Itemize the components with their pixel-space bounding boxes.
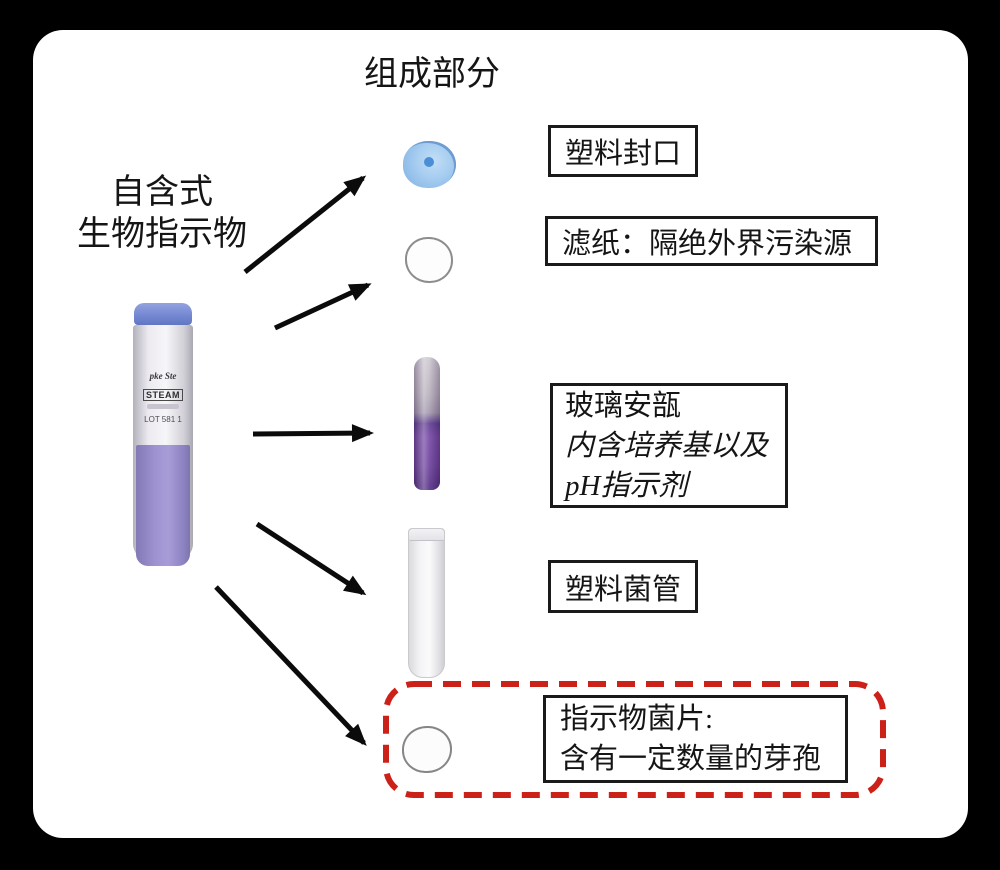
label-box-filter-paper: 滤纸：隔绝外界污染源 xyxy=(545,216,878,266)
label-box-plastic-cap: 塑料封口 xyxy=(548,125,698,177)
page-title: 组成部分 xyxy=(364,56,500,93)
label-text: 塑料封口 xyxy=(564,138,681,170)
label-box-spore-disc: 指示物菌片: 含有一定数量的芽孢 xyxy=(543,695,848,783)
label-text: 指示物菌片: xyxy=(560,703,714,735)
filter-paper-image xyxy=(405,237,453,283)
glass-ampoule-image xyxy=(414,357,440,490)
vial-body: pke Ste STEAM LOT 581 1 xyxy=(133,325,193,566)
plastic-tube-rim xyxy=(409,529,444,541)
spore-disc-image xyxy=(402,726,452,773)
plastic-cap-hole xyxy=(424,157,434,167)
source-label: 自含式 生物指示物 xyxy=(62,172,262,256)
label-text: 内含培养基以及 xyxy=(565,429,769,462)
plastic-tube-image xyxy=(408,528,445,678)
biological-indicator-vial-photo: pke Ste STEAM LOT 581 1 xyxy=(133,303,193,566)
label-text: 含有一定数量的芽孢 xyxy=(560,743,822,775)
label-box-glass-ampoule: 玻璃安瓿 内含培养基以及 pH指示剂 xyxy=(550,383,788,508)
vial-brand-text: pke Ste xyxy=(149,371,177,381)
label-text: pH指示剂 xyxy=(565,469,688,502)
vial-lot-text: LOT 581 1 xyxy=(144,415,182,424)
plastic-cap-image xyxy=(403,141,456,188)
vial-purple-liquid xyxy=(136,445,190,566)
label-text: 滤纸：隔绝外界污染源 xyxy=(562,228,853,260)
source-label-line1: 自含式 xyxy=(111,174,213,211)
vial-steam-row: STEAM xyxy=(133,385,193,403)
vial-steam-label: STEAM xyxy=(143,389,183,401)
label-text: 塑料菌管 xyxy=(564,573,681,606)
source-label-line2: 生物指示物 xyxy=(77,216,247,253)
label-text: 玻璃安瓿 xyxy=(565,389,682,422)
vial-label-smudge xyxy=(147,404,179,409)
label-box-plastic-tube: 塑料菌管 xyxy=(548,560,698,613)
vial-cap xyxy=(134,303,192,325)
